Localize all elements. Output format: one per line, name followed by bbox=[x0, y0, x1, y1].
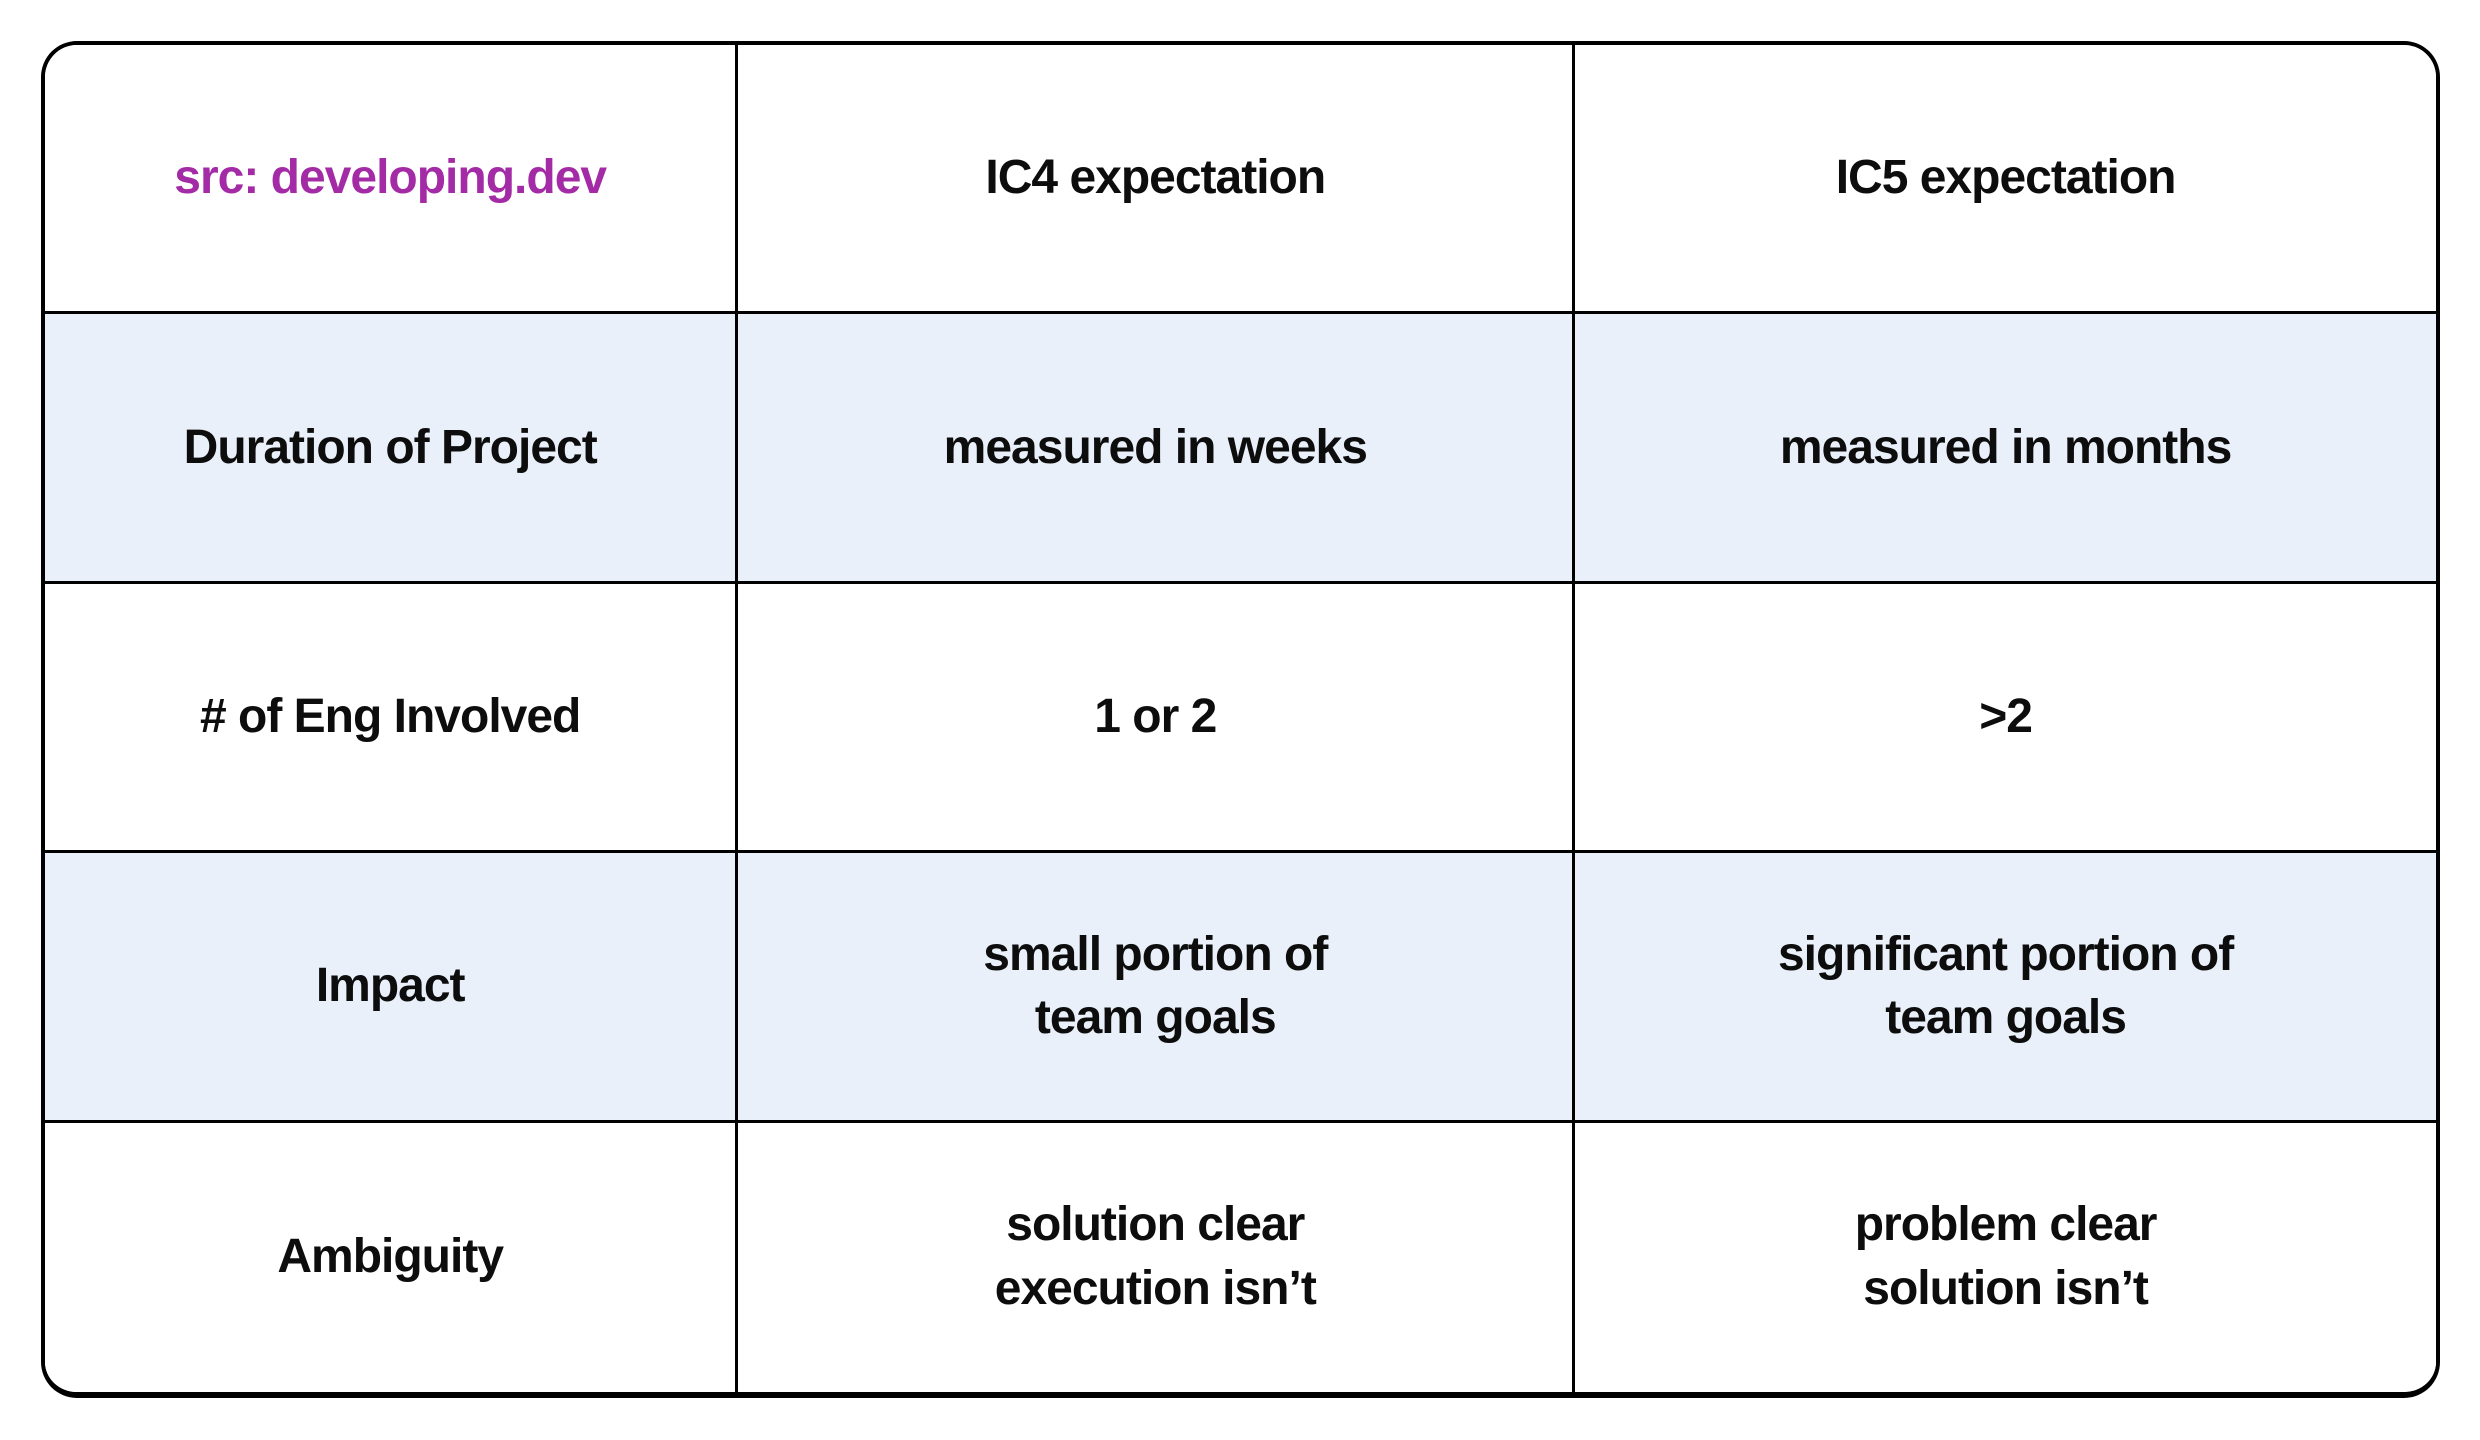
column-header-ic4: IC4 expectation bbox=[738, 45, 1576, 315]
table-row-eng-involved: # of Eng Involved 1 or 2 >2 bbox=[45, 583, 2436, 854]
duration-ic5-value: measured in months bbox=[1575, 314, 2436, 584]
source-attribution: src: developing.dev bbox=[45, 45, 739, 315]
row-label-impact: Impact bbox=[45, 853, 739, 1123]
ambiguity-ic4-value: solution clear execution isn’t bbox=[738, 1122, 1576, 1392]
row-label-duration: Duration of Project bbox=[45, 314, 739, 584]
ic4-ic5-comparison-table: src: developing.dev IC4 expectation IC5 … bbox=[41, 41, 2440, 1398]
header-row: src: developing.dev IC4 expectation IC5 … bbox=[45, 45, 2436, 315]
ambiguity-ic5-value: problem clear solution isn’t bbox=[1575, 1122, 2436, 1392]
impact-ic5-value: significant portion of team goals bbox=[1575, 853, 2436, 1123]
duration-ic4-value: measured in weeks bbox=[738, 314, 1576, 584]
row-label-eng-involved: # of Eng Involved bbox=[45, 583, 739, 854]
row-label-ambiguity: Ambiguity bbox=[45, 1122, 739, 1392]
eng-involved-ic5-value: >2 bbox=[1575, 583, 2436, 854]
eng-involved-ic4-value: 1 or 2 bbox=[738, 583, 1576, 854]
column-header-ic5: IC5 expectation bbox=[1575, 45, 2436, 315]
impact-ic4-value: small portion of team goals bbox=[738, 853, 1576, 1123]
table-row-duration: Duration of Project measured in weeks me… bbox=[45, 314, 2436, 584]
table-row-ambiguity: Ambiguity solution clear execution isn’t… bbox=[45, 1122, 2436, 1392]
table-row-impact: Impact small portion of team goals signi… bbox=[45, 853, 2436, 1123]
